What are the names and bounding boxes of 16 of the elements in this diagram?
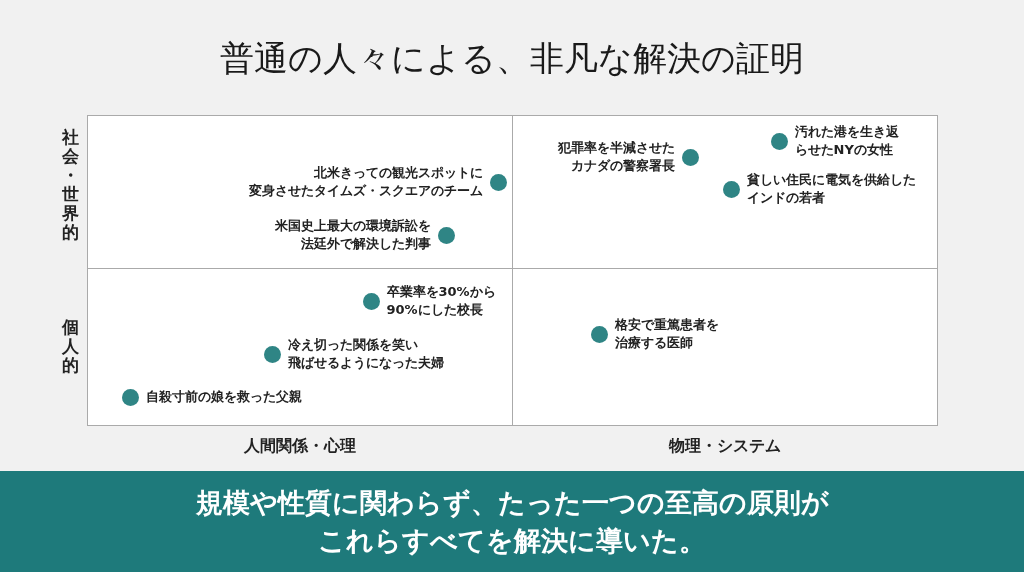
axis-label: 人間関係・心理 [243, 436, 357, 457]
banner-text: 規模や性質に関わらず、たった一つの至高の原則がこれらすべてを解決に導いた。 [195, 485, 829, 558]
point-label: 貧しい住民に電気を供給したインドの若者 [746, 171, 916, 207]
point-label: 米国史上最大の環境訴訟を法廷外で解決した判事 [274, 217, 431, 253]
point-label: 格安で重篤患者を治療する医師 [614, 316, 719, 352]
point-label: 犯罪率を半減させたカナダの警察署長 [557, 139, 675, 175]
point-label: 卒業率を30%から90%にした校長 [386, 283, 496, 319]
point-label: 汚れた港を生き返らせたNYの女性 [794, 123, 899, 159]
axis-label: 物理・システム [668, 436, 782, 457]
point-label: 冷え切った関係を笑い飛ばせるようになった夫婦 [287, 336, 444, 372]
point-label: 自殺寸前の娘を救った父親 [145, 388, 302, 406]
axis-label: 個人的 [60, 318, 80, 375]
point-label: 北米きっての観光スポットに変身させたタイムズ・スクエアのチーム [248, 164, 483, 200]
axis-label: 社会・世界的 [60, 128, 80, 242]
conclusion-banner [0, 471, 1024, 572]
title: 普通の人々による、非凡な解決の証明 [219, 37, 805, 80]
